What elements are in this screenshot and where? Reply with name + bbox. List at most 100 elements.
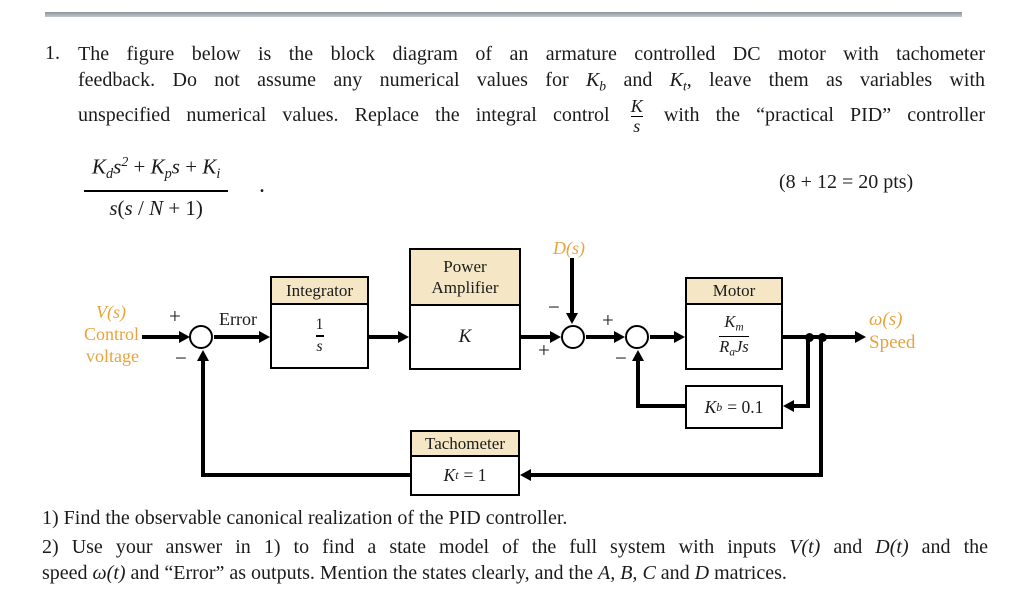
matrix-a: A, xyxy=(598,562,616,584)
problem-line-3: unspecified numerical values. Replace th… xyxy=(78,88,985,142)
power-amplifier-title-line1: Power xyxy=(443,256,487,276)
error-label: Error xyxy=(219,309,257,329)
motor-block: Motor Km RaJs xyxy=(685,277,783,370)
v-of-t: V(t) xyxy=(789,536,821,558)
tach-feedback-line-right xyxy=(531,473,823,477)
plus-sign-j1: + xyxy=(169,304,181,328)
problem-number: 1. xyxy=(45,42,60,64)
summing-junction-1 xyxy=(189,325,213,349)
motor-numerator: Km xyxy=(724,312,744,334)
line3-text-2: with the “practical PID” controller xyxy=(663,104,986,126)
line3-text-1: unspecified numerical values. Replace th… xyxy=(78,104,610,126)
power-amplifier-block: Power Amplifier K xyxy=(409,248,521,370)
pid-denominator: s(s / N + 1) xyxy=(109,196,203,221)
junction3-to-motor-line xyxy=(650,335,674,339)
kb-feedback-line-right xyxy=(793,404,810,408)
summing-junction-2 xyxy=(561,325,585,349)
matrix-b: B, xyxy=(620,562,638,584)
tach-branch-line xyxy=(819,337,823,477)
power-amplifier-title-line2: Amplifier xyxy=(431,278,499,297)
power-amplifier-title: Power Amplifier xyxy=(411,250,519,306)
arrowhead-input xyxy=(179,331,190,343)
output-signal-label: ω(s) xyxy=(869,309,903,330)
line2-text-3: , leave them as variables with xyxy=(686,69,986,91)
motor-title: Motor xyxy=(687,279,781,305)
question-2-line-2: speed ω(t) and “Error” as outputs. Menti… xyxy=(42,562,988,585)
problem-line-2: feedback. Do not assume any numerical va… xyxy=(78,68,985,98)
arrowhead-to-junction2 xyxy=(550,331,561,343)
fraction-bar xyxy=(719,335,749,338)
amp-to-junction2-line xyxy=(521,335,550,339)
motor-denominator: RaJs xyxy=(719,337,749,359)
points-label: (8 + 12 = 20 pts) xyxy=(779,171,914,193)
omega-of-t: ω(t) xyxy=(92,562,126,584)
integrator-to-amp-line xyxy=(369,335,398,339)
plus-sign-j2: + xyxy=(538,338,550,362)
d-of-t: D(t) xyxy=(875,536,909,558)
input-label-voltage: voltage xyxy=(86,346,139,366)
minus-sign-j1: − xyxy=(175,346,187,370)
error-line xyxy=(214,335,259,339)
power-amplifier-gain: K xyxy=(458,326,472,347)
disturbance-signal-label: D(s) xyxy=(553,238,585,258)
q2-text-7: matrices. xyxy=(714,562,787,584)
arrowhead-to-motor xyxy=(674,331,685,343)
matrix-d: D xyxy=(694,562,710,584)
motor-transfer: Km RaJs xyxy=(687,305,781,368)
input-line xyxy=(142,335,180,339)
arrowhead-kb-feedback xyxy=(632,350,644,361)
integrator-title: Integrator xyxy=(272,278,367,305)
kb-feedback-line-left xyxy=(636,404,685,408)
pid-numerator: Kds2 + Kps + Ki xyxy=(92,154,221,183)
tachometer-title: Tachometer xyxy=(412,432,518,457)
disturbance-line xyxy=(570,258,574,313)
question-2-line-1: 2) Use your answer in 1) to find a state… xyxy=(42,536,988,559)
fraction-bar xyxy=(84,190,229,193)
line2-text-2: and xyxy=(623,69,653,91)
junction2-to-junction3-line xyxy=(586,335,614,339)
tach-feedback-up-line xyxy=(201,359,205,477)
input-label-control: Control xyxy=(84,324,140,344)
kb-branch-line xyxy=(806,337,810,408)
q2-text-3: and the xyxy=(921,536,989,558)
arrowhead-output xyxy=(855,331,866,343)
minus-sign-j3: − xyxy=(615,346,627,370)
arrowhead-to-integrator xyxy=(259,331,270,343)
branch-dot-tach xyxy=(818,333,827,342)
arrowhead-tach-feedback xyxy=(197,350,209,361)
line2-text-1: feedback. Do not assume any numerical va… xyxy=(78,69,569,91)
fraction-bar xyxy=(630,115,643,118)
q2-text-6: and xyxy=(660,562,690,584)
matrix-c: C xyxy=(642,562,656,584)
arrowhead-to-amp xyxy=(398,331,409,343)
top-rule xyxy=(45,12,962,17)
kt-symbol: Kt xyxy=(669,69,687,94)
q2-text-1: 2) Use your answer in 1) to find a state… xyxy=(42,536,777,558)
plus-sign-j3: + xyxy=(602,308,614,332)
summing-junction-3 xyxy=(625,325,649,349)
branch-dot-kb xyxy=(805,333,814,342)
q2-text-2: and xyxy=(833,536,863,558)
minus-sign-j2: − xyxy=(548,295,560,319)
output-label-speed: Speed xyxy=(869,332,916,353)
formula-period: . xyxy=(259,172,265,198)
input-signal-label: V(s) xyxy=(96,302,126,322)
arrowhead-into-tachometer xyxy=(520,469,531,481)
q2-text-5: and “Error” as outputs. Mention the stat… xyxy=(130,562,593,584)
question-1: 1) Find the observable canonical realiza… xyxy=(42,507,568,529)
tach-feedback-line-left xyxy=(201,473,410,477)
arrowhead-into-kb xyxy=(783,400,794,412)
kb-symbol: Kb xyxy=(585,69,607,94)
fraction-bar xyxy=(315,335,324,337)
q2-text-4: speed xyxy=(42,562,88,584)
problem-line-1: The figure below is the block diagram of… xyxy=(78,43,985,65)
kb-feedback-up-line xyxy=(636,359,640,408)
